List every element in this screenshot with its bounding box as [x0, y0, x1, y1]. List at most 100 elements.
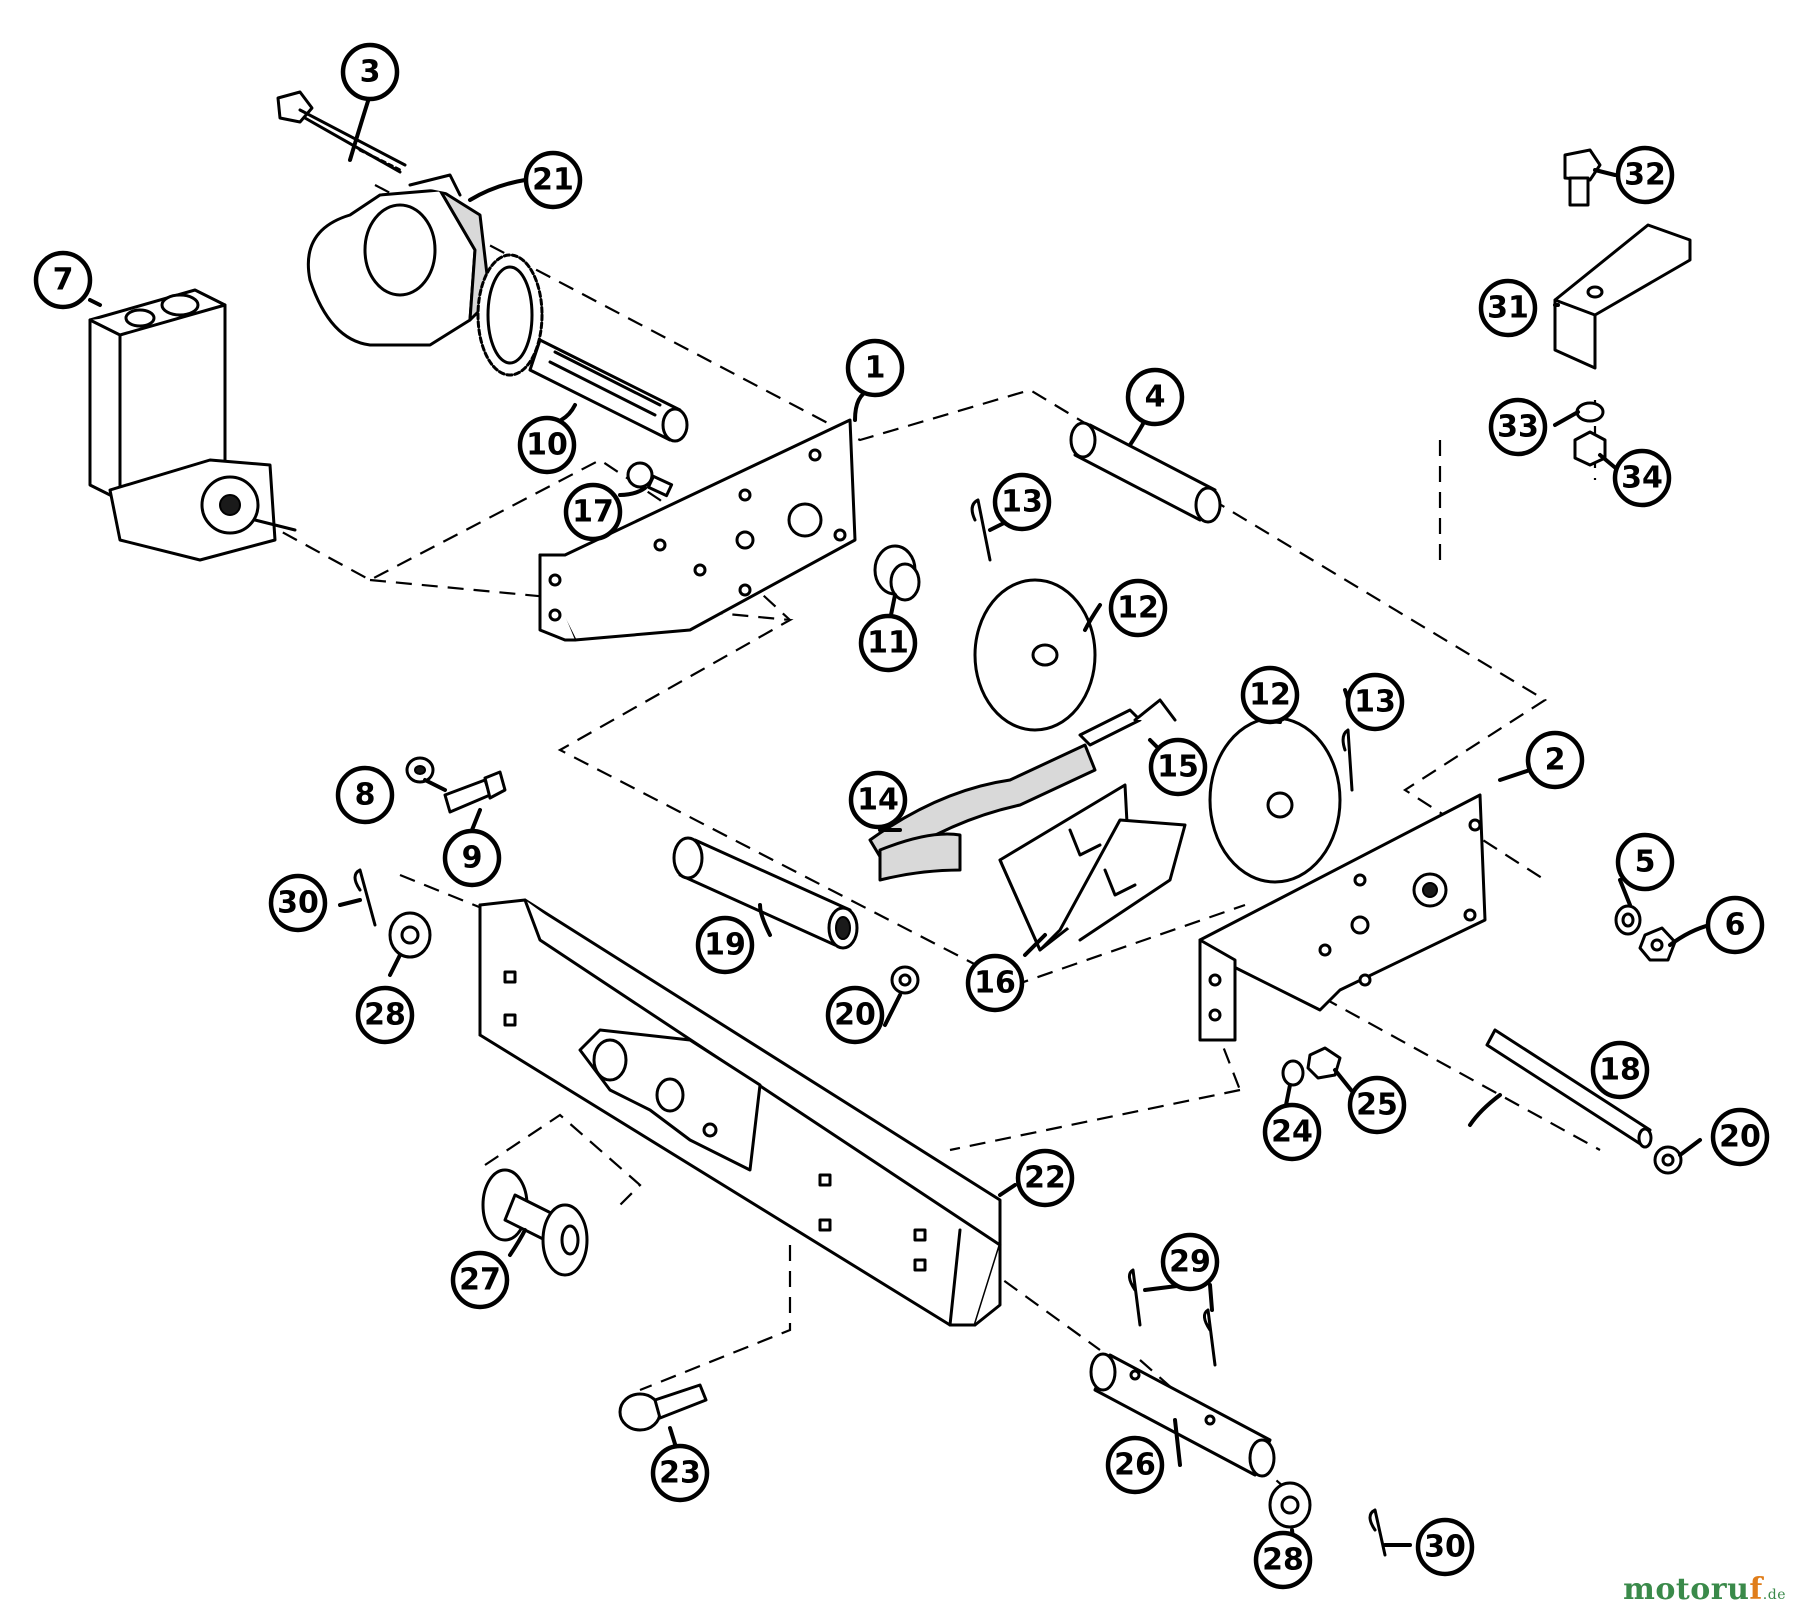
callout-label: 20 — [834, 998, 876, 1033]
callout-label: 18 — [1599, 1053, 1641, 1088]
callout-label: 27 — [459, 1263, 501, 1298]
part-gear-shaft — [476, 253, 689, 443]
callout-label: 12 — [1249, 678, 1291, 713]
callout-label: 8 — [355, 778, 376, 813]
part-disc-upper — [973, 578, 1097, 732]
part-middle-rod — [672, 836, 859, 950]
callout-23: 23 — [650, 1443, 710, 1503]
part-nut-25 — [1306, 1046, 1342, 1080]
part-small-bolt — [626, 461, 674, 498]
callout-label: 6 — [1725, 908, 1746, 943]
callout-label: 13 — [1354, 685, 1396, 720]
callout-32: 32 — [1615, 145, 1675, 205]
callout-label: 7 — [53, 263, 74, 298]
part-long-bolt — [276, 90, 407, 174]
part-spool — [481, 1168, 589, 1277]
part-hitch-pin — [1089, 1352, 1276, 1478]
callout-26: 26 — [1105, 1435, 1165, 1495]
callout-16: 16 — [965, 953, 1025, 1013]
part-nut-8 — [405, 756, 435, 784]
callout-30-left: 30 — [268, 873, 328, 933]
callout-17: 17 — [563, 482, 623, 542]
part-lock-washer-33 — [1575, 401, 1605, 423]
callout-label: 20 — [1719, 1120, 1761, 1155]
callout-label: 4 — [1145, 380, 1166, 415]
callout-label: 5 — [1635, 845, 1656, 880]
callout-label: 19 — [704, 928, 746, 963]
part-bushing — [873, 544, 921, 602]
callout-label: 16 — [974, 966, 1016, 1001]
callout-label: 24 — [1271, 1115, 1313, 1150]
callout-label: 31 — [1487, 291, 1529, 326]
part-bracket-plate-1 — [538, 418, 857, 642]
callout-label: 30 — [1424, 1530, 1466, 1565]
callout-6: 6 — [1705, 895, 1765, 955]
callout-7: 7 — [33, 250, 93, 310]
part-disc-lower — [1208, 716, 1342, 884]
part-clip-top — [970, 498, 992, 562]
callout-label: 29 — [1169, 1245, 1211, 1280]
callout-label: 14 — [857, 783, 899, 818]
callout-20-middle: 20 — [825, 985, 885, 1045]
callout-label: 1 — [865, 351, 886, 386]
callout-22: 22 — [1015, 1148, 1075, 1208]
part-nut-34 — [1573, 430, 1607, 467]
callout-label: 30 — [277, 886, 319, 921]
part-carriage-bolt — [618, 1383, 708, 1432]
site-watermark: motoruf.de — [1623, 1572, 1786, 1607]
callout-label: 28 — [1262, 1543, 1304, 1578]
callout-25: 25 — [1347, 1075, 1407, 1135]
callout-30-right: 30 — [1415, 1517, 1475, 1577]
callout-label: 13 — [1001, 485, 1043, 520]
callout-label: 28 — [364, 998, 406, 1033]
part-gear-cover — [306, 173, 492, 347]
callout-33: 33 — [1488, 397, 1548, 457]
callout-8: 8 — [335, 765, 395, 825]
part-washer-right — [1268, 1481, 1312, 1529]
callout-label: 25 — [1356, 1088, 1398, 1123]
part-hex-bolt-32 — [1563, 148, 1602, 207]
callout-20-right: 20 — [1710, 1107, 1770, 1167]
watermark-main: motoru — [1623, 1572, 1750, 1607]
callout-10: 10 — [517, 415, 577, 475]
part-strap — [868, 743, 1097, 882]
callout-label: 2 — [1545, 743, 1566, 778]
callout-5: 5 — [1615, 832, 1675, 892]
callout-28-right: 28 — [1253, 1530, 1313, 1590]
watermark-accent: f — [1749, 1572, 1763, 1607]
callout-label: 26 — [1114, 1448, 1156, 1483]
callout-34: 34 — [1612, 448, 1672, 508]
part-nut-6 — [1638, 926, 1677, 962]
callout-29: 29 — [1160, 1232, 1220, 1292]
watermark-tld: .de — [1762, 1587, 1786, 1603]
callout-label: 23 — [659, 1456, 701, 1491]
part-retaining-ring-mid — [890, 965, 920, 995]
part-spring-clip — [1078, 698, 1177, 747]
callout-18: 18 — [1590, 1040, 1650, 1100]
callout-15: 15 — [1148, 737, 1208, 797]
callout-label: 3 — [360, 55, 381, 90]
callout-label: 21 — [532, 163, 574, 198]
callout-2: 2 — [1525, 730, 1585, 790]
part-motor — [88, 288, 297, 562]
callout-24: 24 — [1262, 1102, 1322, 1162]
callout-13-top: 13 — [992, 472, 1052, 532]
callout-label: 10 — [526, 428, 568, 463]
callout-13-right: 13 — [1345, 672, 1405, 732]
part-channel-frame — [478, 898, 1002, 1327]
callout-27: 27 — [450, 1250, 510, 1310]
callout-14: 14 — [848, 770, 908, 830]
part-hairpin-right — [1368, 1508, 1387, 1557]
part-long-pin — [1485, 1028, 1653, 1149]
callout-bubbles: 1 2 3 4 5 6 7 8 9 10 11 12 12 13 13 14 1… — [33, 42, 1770, 1590]
part-washer-5 — [1614, 904, 1642, 936]
callout-label: 22 — [1024, 1161, 1066, 1196]
callout-label: 11 — [867, 626, 909, 661]
part-hairpin-left — [353, 868, 377, 927]
callout-12-upper: 12 — [1108, 578, 1168, 638]
callout-label: 9 — [462, 841, 483, 876]
part-upper-rod — [1069, 421, 1222, 524]
callout-19: 19 — [695, 915, 755, 975]
part-bracket-plate-2 — [1198, 793, 1487, 1042]
